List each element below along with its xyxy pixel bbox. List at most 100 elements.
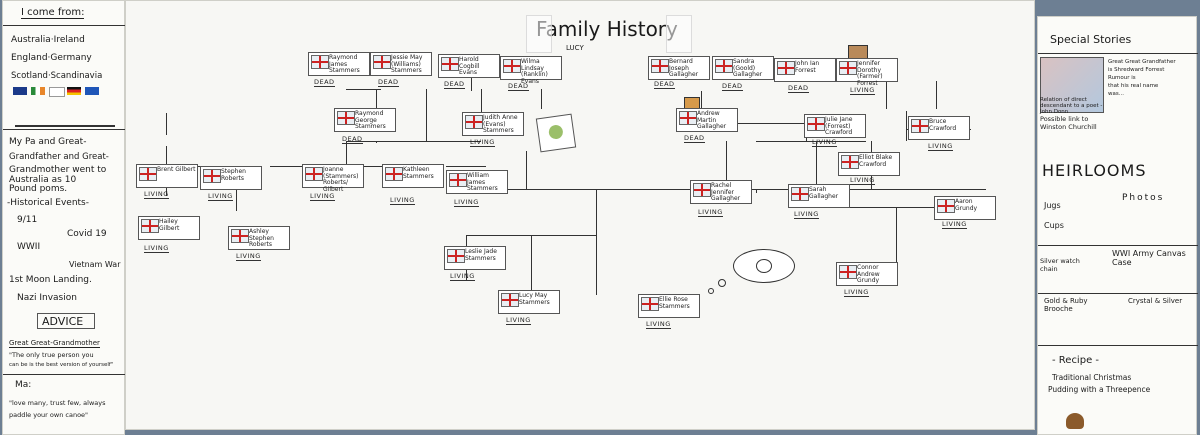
person-status: LIVING — [450, 272, 475, 281]
person-name: Elliot Blake Crawford — [859, 154, 893, 168]
england-flag-icon — [49, 87, 65, 97]
advice-1-line-1: "The only true person you — [9, 351, 94, 359]
english-flag-icon — [203, 169, 221, 183]
relation-2: Possible link to Winston Churchill — [1040, 115, 1097, 131]
story-line-2: Grandfather and Great- — [9, 152, 109, 162]
person-card: Sandra (Goold) Gallagher — [712, 56, 774, 80]
person-status: DEAD — [684, 134, 705, 143]
english-flag-icon — [641, 297, 659, 311]
person-name: John Ian Forrest — [795, 60, 820, 74]
person-name: Joanne (Stammers) Roberts/ Gilbert — [323, 166, 359, 193]
events-heading: -Historical Events- — [7, 198, 89, 208]
person-card: Judith Anne (Evans) Stammers — [462, 112, 524, 136]
person-card: Ellie Rose Stammers — [638, 294, 700, 318]
person-name: Sarah Gallagher — [809, 186, 839, 200]
person-card: Connor Andrew Grundy — [836, 262, 898, 286]
country-line-3: Scotland·Scandinavia — [11, 71, 103, 81]
event-covid: Covid 19 — [67, 229, 107, 239]
family-drawing-icon — [756, 259, 772, 273]
event-vietnam: Vietnam War — [69, 260, 121, 269]
english-flag-icon — [449, 173, 467, 187]
person-name: Stephen Roberts — [221, 168, 246, 182]
story-line-4: Australia as 10 — [9, 175, 77, 185]
person-name: Ellie Rose Stammers — [659, 296, 690, 310]
person-card: Aaron Grundy — [934, 196, 996, 220]
irish-flag-icon — [791, 187, 809, 201]
person-status: DEAD — [508, 82, 529, 91]
item-case: WWI Army Canvas Case — [1112, 249, 1186, 267]
person-card: Raymond James Stammers — [308, 52, 370, 76]
english-flag-icon — [503, 59, 521, 73]
event-moon: 1st Moon Landing. — [9, 275, 92, 285]
person-status: LIVING — [454, 198, 479, 207]
story-line-3: Rumour is — [1108, 75, 1136, 81]
english-flag-icon — [911, 119, 929, 133]
country-line-2: England·Germany — [11, 53, 92, 63]
person-status: LIVING — [698, 208, 723, 217]
english-flag-icon — [441, 57, 459, 71]
person-status: LIVING — [390, 196, 415, 205]
person-name: Connor Andrew Grundy — [857, 264, 880, 284]
english-flag-icon — [139, 167, 157, 181]
person-name: Jessie May (Williams) Stammers — [391, 54, 423, 74]
person-name: Raymond James Stammers — [329, 54, 360, 74]
person-name: Raymond George Stammers — [355, 110, 386, 130]
story-line-1: My Pa and Great- — [9, 137, 87, 147]
pudding-icon — [1066, 413, 1084, 429]
event-nazi: Nazi Invasion — [17, 293, 77, 303]
person-name: Wilma Lindsay (Ranklin) Evans — [521, 58, 548, 85]
scotland-flag-icon — [85, 87, 99, 95]
item-brooche: Gold & Ruby Brooche — [1044, 297, 1088, 313]
event-9-11: 9/11 — [17, 215, 38, 225]
person-status: DEAD — [378, 78, 399, 87]
english-flag-icon — [305, 167, 323, 181]
advice-heading: ADVICE — [42, 315, 84, 328]
event-wwii: WWII — [17, 242, 41, 252]
person-status: DEAD — [788, 84, 809, 93]
person-name: Ashley Stephen Roberts — [249, 228, 274, 248]
page-title: Family History — [536, 17, 678, 41]
english-flag-icon — [311, 55, 329, 69]
person-status: LIVING — [646, 320, 671, 329]
family-tree-sheet: Family History LUCY — [125, 0, 1035, 430]
ship-icon — [15, 111, 115, 127]
advice-2-line-1: "love many, trust few, always — [9, 399, 106, 407]
germany-flag-icon — [67, 87, 81, 95]
english-flag-icon — [841, 155, 859, 169]
person-status: LIVING — [844, 288, 869, 297]
person-card: William James Stammers — [446, 170, 508, 194]
person-card: Ashley Stephen Roberts — [228, 226, 290, 250]
irish-flag-icon — [715, 59, 733, 73]
person-name: Jennifer Dorothy (Farmer) Forrest — [857, 60, 883, 87]
person-status: DEAD — [314, 78, 335, 87]
english-flag-icon — [373, 55, 391, 69]
person-name: Andrew Martin Gallagher — [697, 110, 727, 130]
person-status: LIVING — [470, 138, 495, 147]
flags-row — [13, 87, 123, 97]
person-status: LIVING — [208, 192, 233, 201]
person-status: LIVING — [794, 210, 819, 219]
person-name: Leslie Jade Stammers — [465, 248, 497, 262]
person-status: LIVING — [144, 244, 169, 253]
english-flag-icon — [807, 117, 825, 131]
english-flag-icon — [337, 111, 355, 125]
bubble-dot — [708, 288, 714, 294]
advice-box: ADVICE — [37, 313, 95, 329]
flower-icon — [547, 124, 564, 140]
person-status: DEAD — [722, 82, 743, 91]
person-status: LIVING — [506, 316, 531, 325]
origin-heading: I come from: — [21, 7, 85, 19]
person-card: Bernard Joseph Gallagher — [648, 56, 710, 80]
advice-1-line-2: can be is the best version of yourself" — [9, 362, 114, 368]
item-watch: Silver watch chain — [1040, 257, 1080, 273]
english-flag-icon — [465, 115, 483, 129]
person-status: DEAD — [654, 80, 675, 89]
person-card: Harold Cogbill Evans — [438, 54, 500, 78]
person-status: LIVING — [144, 190, 169, 199]
person-card: Kathleen Stammers — [382, 164, 444, 188]
english-flag-icon — [385, 167, 403, 181]
item-photos: Photos — [1122, 193, 1165, 203]
bubble-dot — [718, 279, 726, 287]
page-subtitle: LUCY — [566, 44, 584, 52]
person-card: Hailey Gilbert — [138, 216, 200, 240]
